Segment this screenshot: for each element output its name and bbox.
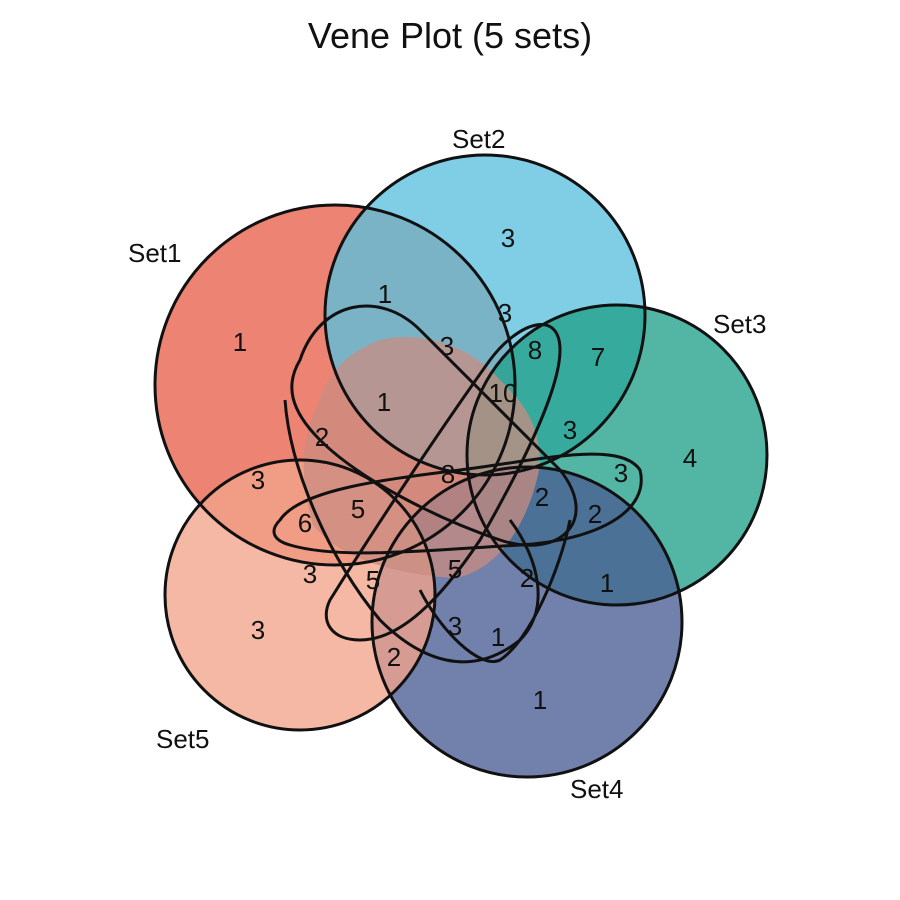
region-count: 1: [378, 279, 392, 309]
region-count: 2: [315, 422, 329, 452]
set2-outline: [323, 153, 647, 477]
region-count: 1: [533, 685, 547, 715]
region-count: 3: [303, 559, 317, 589]
region-count: 4: [683, 443, 697, 473]
region-count: 1: [491, 622, 505, 652]
set-label-1: Set1: [128, 238, 182, 268]
region-count: 1: [600, 568, 614, 598]
petal-outline-4: [324, 323, 562, 642]
region-count: 5: [351, 494, 365, 524]
region-count: 2: [387, 642, 401, 672]
region-count: 3: [498, 298, 512, 328]
region-count: 5: [366, 565, 380, 595]
petal-outline-3: [272, 452, 643, 555]
region-count: 7: [591, 342, 605, 372]
region-count: 3: [501, 223, 515, 253]
region-count: 1: [233, 327, 247, 357]
set1-outline: [153, 203, 517, 567]
region-count: 1: [377, 387, 391, 417]
region-count: 2: [535, 482, 549, 512]
set-label-4: Set4: [570, 774, 624, 804]
region-count: 2: [588, 499, 602, 529]
region-count: 3: [448, 611, 462, 641]
region-count: 5: [448, 554, 462, 584]
region-count: 3: [614, 458, 628, 488]
region-count: 3: [251, 465, 265, 495]
set4-outline: [370, 465, 684, 779]
set-label-3: Set3: [713, 309, 767, 339]
set3-outline: [465, 303, 769, 607]
petal-outline-5: [418, 519, 572, 663]
set-outlines: [153, 153, 769, 779]
petal-outline-1: [290, 304, 578, 547]
set5-outline: [163, 458, 437, 732]
region-count: 3: [251, 615, 265, 645]
region-count: 3: [440, 331, 454, 361]
chart-title: Vene Plot (5 sets): [308, 15, 592, 56]
region-count: 8: [528, 335, 542, 365]
region-count: 2: [520, 563, 534, 593]
region-count: 10: [489, 378, 518, 408]
region-count: 8: [441, 459, 455, 489]
region-count: 3: [563, 415, 577, 445]
set-label-5: Set5: [156, 724, 210, 754]
region-count: 6: [298, 508, 312, 538]
set-label-2: Set2: [452, 124, 506, 154]
